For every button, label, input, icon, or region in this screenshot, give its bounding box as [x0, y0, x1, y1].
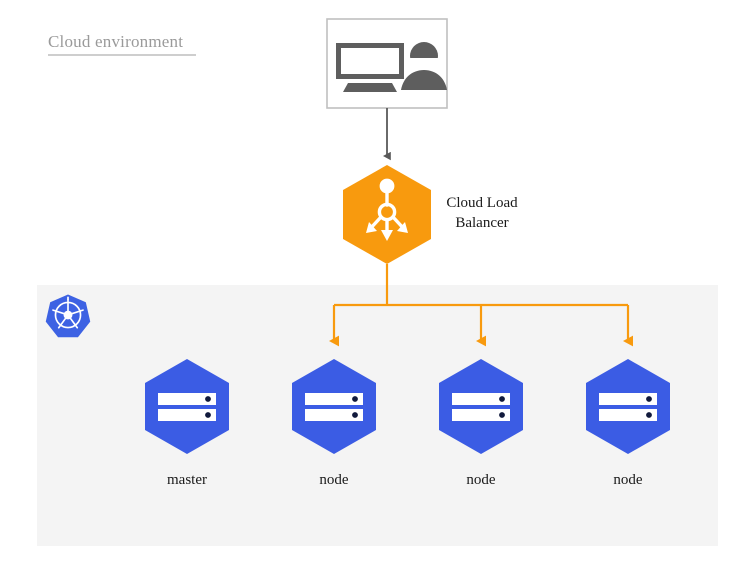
load-balancer-label-line2: Balancer — [455, 215, 508, 231]
node-label: node — [319, 472, 349, 488]
node-hexagon — [439, 359, 523, 454]
cluster-node-node-1[interactable]: node — [292, 359, 376, 488]
node-label: master — [167, 472, 207, 488]
monitor-icon — [336, 43, 404, 92]
server-icon — [305, 393, 363, 421]
cluster-node-master[interactable]: master — [145, 359, 229, 488]
load-balancer-icon — [366, 178, 408, 241]
node-label: node — [466, 472, 496, 488]
page-title: Cloud environment — [48, 32, 183, 51]
cluster-node-node-2[interactable]: node — [439, 359, 523, 488]
user-icon — [401, 42, 447, 90]
load-balancer-label-line1: Cloud Load — [446, 195, 518, 211]
load-balancer[interactable]: Cloud Load Balancer — [343, 165, 518, 264]
node-hexagon — [145, 359, 229, 454]
node-hexagon — [586, 359, 670, 454]
kubernetes-helm-glyph — [52, 296, 84, 329]
cluster-node-node-3[interactable]: node — [586, 359, 670, 488]
kubernetes-logo — [45, 294, 91, 338]
node-hexagon — [292, 359, 376, 454]
load-balancer-fanout-connectors — [329, 264, 633, 347]
server-icon — [452, 393, 510, 421]
server-icon — [599, 393, 657, 421]
node-label: node — [613, 472, 643, 488]
server-icon — [158, 393, 216, 421]
load-balancer-hexagon — [343, 165, 431, 264]
client-workstation-box[interactable] — [326, 18, 448, 109]
